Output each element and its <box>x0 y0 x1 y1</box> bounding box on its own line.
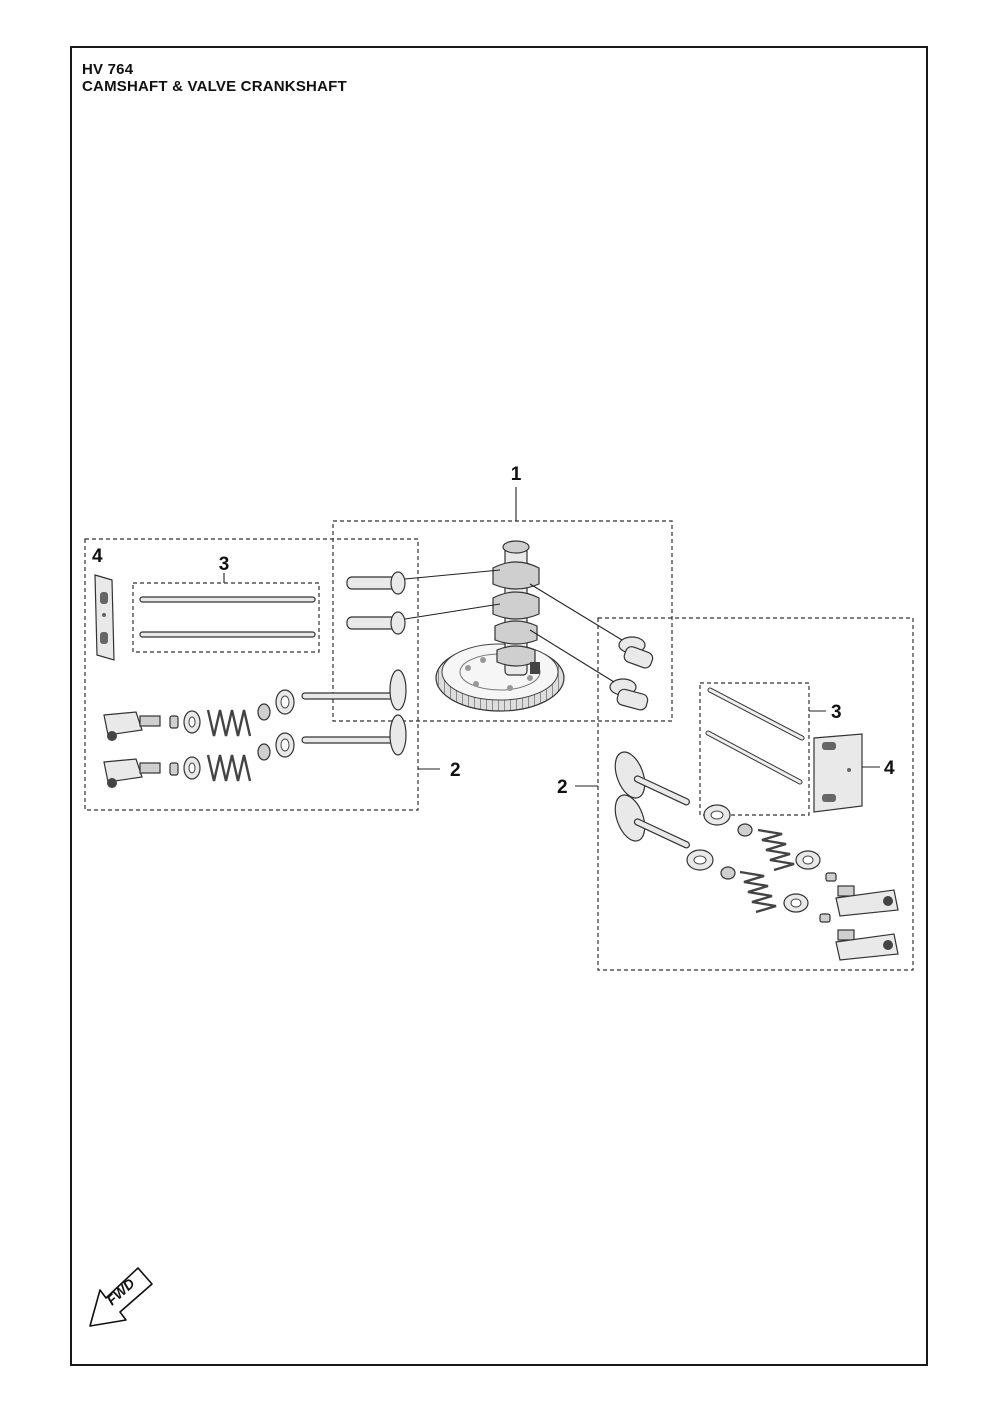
push-rod-left-2 <box>139 631 316 638</box>
page-title: CAMSHAFT & VALVE CRANKSHAFT <box>82 78 347 95</box>
retainer-right-2 <box>720 866 736 880</box>
spring-seat-left-1 <box>183 710 201 734</box>
callout-2-right: 2 <box>557 777 568 798</box>
rocker-arm-right-1 <box>835 885 899 917</box>
valve-set-left-group: 2 3 4 <box>84 538 461 811</box>
valve-right-1 <box>614 751 690 806</box>
valve-set-right-box <box>597 617 914 971</box>
valve-set-right-group: 2 3 4 <box>557 617 914 971</box>
rocker-plate-left <box>94 574 115 661</box>
valve-keeper-left-1 <box>169 715 179 729</box>
push-rods-left-box <box>132 582 320 653</box>
valve-right-2 <box>614 794 690 849</box>
valve-set-left-box <box>84 538 419 811</box>
rocker-plate-right <box>813 733 863 813</box>
spring-seat-right-1 <box>795 850 821 870</box>
push-rod-right-2 <box>705 730 803 785</box>
rocker-arm-left-1 <box>103 711 161 741</box>
callout-3-left: 3 <box>219 554 230 575</box>
push-rod-left-1 <box>139 596 316 603</box>
drawing-frame <box>70 46 928 1366</box>
callout-2-left: 2 <box>450 760 461 781</box>
valve-left-1 <box>301 669 407 711</box>
tappet-upper-left <box>346 571 406 595</box>
rocker-arm-right-2 <box>835 929 899 961</box>
valve-spring-right-2 <box>739 870 777 914</box>
callout-1: 1 <box>511 464 522 485</box>
valve-left-2 <box>301 714 407 756</box>
camshaft-group: 1 <box>332 464 673 722</box>
valve-spring-left-1 <box>206 709 252 737</box>
tappet-upper-right <box>618 636 654 669</box>
fwd-arrow-icon: FWD <box>89 1267 153 1327</box>
rocker-arm-left-2 <box>103 758 161 788</box>
valve-keeper-right-2 <box>819 913 831 923</box>
camshaft <box>492 540 540 676</box>
retainer-right-1 <box>737 823 753 837</box>
camshaft-box <box>332 520 673 722</box>
valve-keeper-right-1 <box>825 872 837 882</box>
model-number: HV 764 <box>82 61 134 78</box>
seal-left-2 <box>275 732 295 758</box>
valve-spring-left-2 <box>206 754 252 782</box>
tappet-lower-left <box>346 611 406 635</box>
spring-seat-left-2 <box>183 756 201 780</box>
seal-right-2 <box>686 849 714 871</box>
retainer-left-1 <box>257 703 271 721</box>
seal-left-1 <box>275 689 295 715</box>
callout-4-left: 4 <box>92 546 103 567</box>
push-rods-right-box <box>699 682 810 816</box>
valve-spring-right-1 <box>757 828 795 872</box>
seal-right-1 <box>703 804 731 826</box>
callout-4-right: 4 <box>884 758 895 779</box>
tappet-lower-right <box>609 678 649 711</box>
callout-3-right: 3 <box>831 702 842 723</box>
push-rod-right-1 <box>707 687 805 741</box>
valve-keeper-left-2 <box>169 762 179 776</box>
retainer-left-2 <box>257 743 271 761</box>
spring-seat-right-2 <box>783 893 809 913</box>
